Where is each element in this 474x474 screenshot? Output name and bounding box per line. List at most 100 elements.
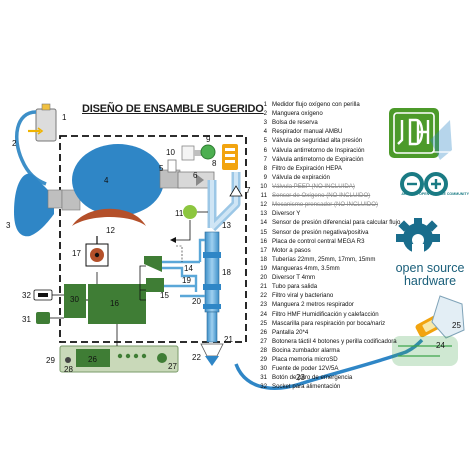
legend-item-number: 21 <box>260 283 267 291</box>
legend-item-text: Válvula de seguridad alta presión <box>272 137 363 145</box>
legend-item-number: 29 <box>260 356 267 364</box>
label-2: 2 <box>12 139 17 148</box>
legend-item-number: 16 <box>260 237 267 245</box>
legend-item-number: 17 <box>260 246 267 254</box>
pressure-sensor <box>146 278 164 292</box>
legend-item-text: Diversor T 4mm <box>272 274 316 282</box>
label-29: 29 <box>46 356 55 365</box>
legend-item: 16 Placa de control central MEGA R3 <box>255 237 403 246</box>
legend-item-text: Fuente de poder 12V/5A <box>272 365 339 373</box>
label-12: 12 <box>106 226 115 235</box>
label-17: 17 <box>72 249 81 258</box>
label-18: 18 <box>222 268 231 277</box>
label-1: 1 <box>62 113 67 122</box>
label-5: 5 <box>159 164 164 173</box>
diagram-title: DISEÑO DE ENSAMBLE SUGERIDO <box>82 103 264 115</box>
open-hardware-gear <box>396 218 440 254</box>
label-27: 27 <box>168 362 177 371</box>
legend-item-text: Tubo para salida <box>272 283 318 291</box>
legend-item-number: 6 <box>263 146 267 154</box>
legend-item-number: 15 <box>260 228 267 236</box>
expiration-valve-check <box>229 185 243 197</box>
label-14: 14 <box>184 264 193 273</box>
legend-item: 30 Fuente de poder 12V/5A <box>255 364 403 373</box>
legend-item-text: Pantalla 20*4 <box>272 328 309 336</box>
label-9: 9 <box>206 135 211 144</box>
label-30: 30 <box>70 295 79 304</box>
y-diverter <box>207 172 241 232</box>
label-32: 32 <box>22 291 31 300</box>
legend-item-text: Tuberías 22mm, 25mm, 17mm, 15mm <box>272 255 376 263</box>
circuit-decoration <box>392 336 458 366</box>
legend-item-number: 31 <box>260 374 267 382</box>
label-28: 28 <box>64 365 73 374</box>
emergency-stop-button <box>36 312 50 324</box>
label-16: 16 <box>110 299 119 308</box>
board-to-sensors <box>139 265 146 301</box>
legend-item-number: 8 <box>263 164 267 172</box>
legend-item-number: 12 <box>260 201 267 209</box>
legend-item-number: 5 <box>263 137 267 145</box>
label-20: 20 <box>192 297 201 306</box>
signal-line <box>176 245 183 262</box>
arduino-logo <box>400 172 448 196</box>
reserve-bag-connector <box>47 189 63 209</box>
osh-line-1: open source <box>395 261 465 275</box>
legend-item: 18 Tuberías 22mm, 25mm, 17mm, 15mm <box>255 255 403 264</box>
legend-item-number: 3 <box>263 119 267 127</box>
legend-item-text: Manguera 2 metros respirador <box>272 301 354 309</box>
open-hardware-text: open source hardware <box>390 262 470 288</box>
legend-item-number: 25 <box>260 319 267 327</box>
y-diverter-inner <box>210 172 238 230</box>
label-23: 23 <box>296 373 305 382</box>
label-21: 21 <box>224 335 233 344</box>
label-6: 6 <box>193 171 198 180</box>
tube-joint <box>203 284 221 290</box>
safety-valve <box>167 159 177 173</box>
label-8: 8 <box>212 159 217 168</box>
legend-item-number: 32 <box>260 383 267 391</box>
legend-item-number: 24 <box>260 310 267 318</box>
signal-arrow <box>170 237 176 243</box>
press-mechanism <box>72 208 146 226</box>
buzzer <box>65 357 71 363</box>
legend-item-number: 30 <box>260 365 267 373</box>
control-board <box>88 284 146 324</box>
sensor-hoses <box>162 260 205 298</box>
legend-item-number: 18 <box>260 255 267 263</box>
oxygen-flow-meter <box>28 103 57 142</box>
legend-item-text: Placa de control central MEGA R3 <box>272 237 365 245</box>
legend-item-text: Válvula de expiración <box>272 173 330 181</box>
legend-item-text: Válvula antirretorno de Expiración <box>272 155 364 163</box>
label-10: 10 <box>166 148 175 157</box>
label-24: 24 <box>436 341 445 350</box>
oxygen-sensor <box>183 205 197 219</box>
callout-labels: 1 2 3 4 5 6 7 8 9 10 11 12 13 14 15 16 1… <box>6 113 461 382</box>
legend-item: 29 Placa memoria microSD <box>255 355 403 364</box>
expiration-valve <box>200 144 216 160</box>
legend-item-number: 2 <box>263 110 267 118</box>
legend-item-text: Filtro de Expiración HEPA <box>272 164 342 172</box>
ambu-resuscitator <box>72 144 164 216</box>
legend-item-text: Filtro HMF Humidificación y calefacción <box>272 310 379 318</box>
legend-item-number: 4 <box>263 128 267 136</box>
legend-item-number: 10 <box>260 182 267 190</box>
legend-item-text: Placa memoria microSD <box>272 356 338 364</box>
legend-item-number: 1 <box>263 101 267 108</box>
